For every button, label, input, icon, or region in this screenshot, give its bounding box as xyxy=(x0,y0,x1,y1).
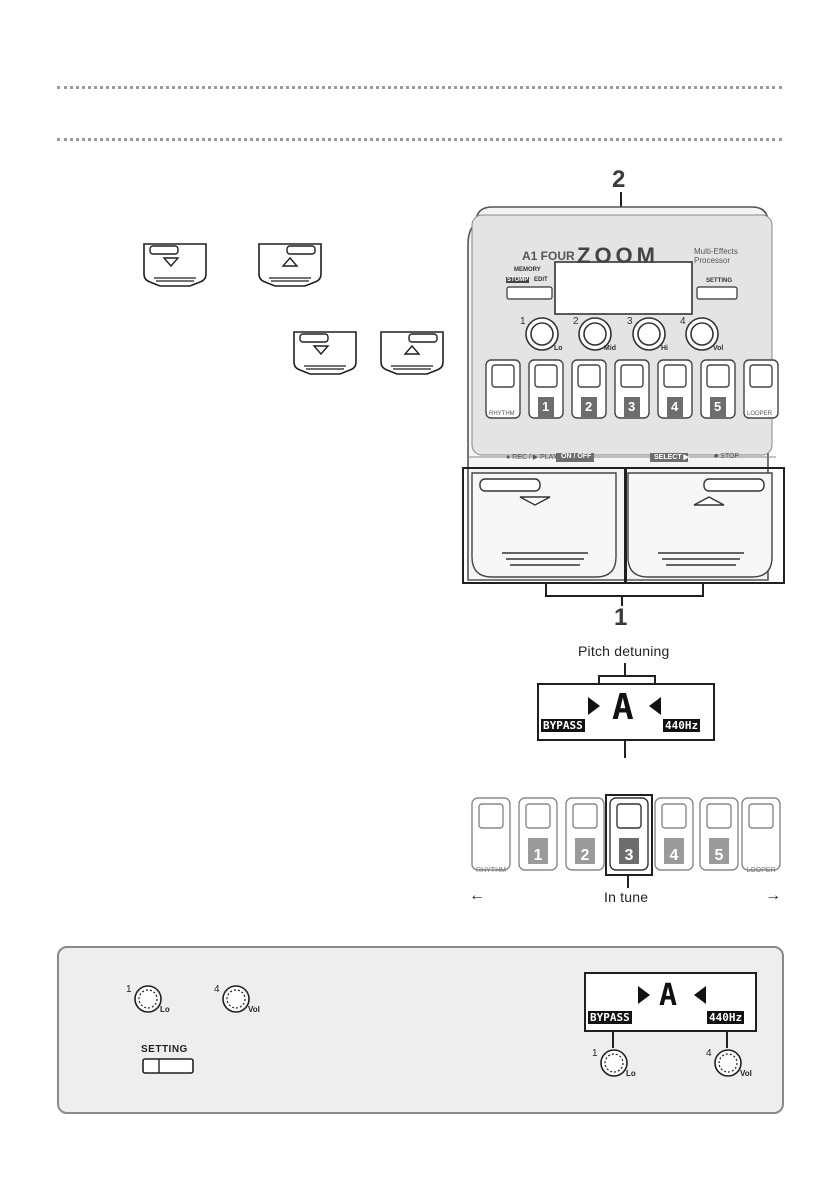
knob-4-label: Vol xyxy=(713,345,723,352)
triangle-right-icon xyxy=(638,986,650,1004)
hint-leader-left xyxy=(612,1030,614,1048)
footswitch-2-label: 2 xyxy=(585,399,592,414)
pedal-brand: ZOOM xyxy=(577,243,659,269)
function-rec-play: ● REC / ▶ PLAY xyxy=(506,453,558,461)
knob-icon xyxy=(221,984,251,1014)
setting-label: SETTING xyxy=(141,1044,188,1055)
rhythm-label: RHYTHM xyxy=(476,867,506,874)
frequency-badge: 440Hz xyxy=(663,719,700,732)
pedal-highlight-left xyxy=(462,467,626,584)
hint-leader-right xyxy=(726,1030,728,1048)
setting-switch-icon xyxy=(142,1058,194,1074)
function-stop: ■ STOP xyxy=(714,453,739,460)
knob-4-number: 4 xyxy=(680,316,686,327)
callout-number-2: 2 xyxy=(612,166,625,194)
knob-2-label: Mid xyxy=(604,345,616,352)
triangle-left-icon xyxy=(649,697,661,715)
knob-1-label: Lo xyxy=(554,345,563,352)
tuner-leader xyxy=(624,740,626,758)
sharp-arrow: → xyxy=(765,887,781,905)
up-pedal-icon xyxy=(377,328,447,378)
in-tune-highlight xyxy=(605,794,653,876)
pedal-highlight-right xyxy=(625,467,785,584)
knob-3-label: Hi xyxy=(661,345,668,352)
knob-icon xyxy=(599,1048,629,1078)
hint-tuner-screen: A BYPASS 440Hz xyxy=(584,972,757,1032)
down-pedal-icon xyxy=(140,240,210,290)
footswitch-number-1: 1 xyxy=(534,847,543,864)
hint-knob-4-number: 4 xyxy=(706,1048,712,1059)
pedal-subtitle-1: Multi-Effects xyxy=(694,247,738,256)
up-pedal-icon xyxy=(255,240,325,290)
knob-icon xyxy=(713,1048,743,1078)
pitch-detuning-label: Pitch detuning xyxy=(578,643,670,659)
footswitch-5-label: 5 xyxy=(714,399,721,414)
bypass-badge: BYPASS xyxy=(541,719,585,732)
footswitch-number-4: 4 xyxy=(670,847,679,864)
knob-3-number: 3 xyxy=(627,316,633,327)
edit-label: EDIT xyxy=(534,277,548,283)
down-pedal-icon xyxy=(290,328,360,378)
in-tune-label: In tune xyxy=(604,889,648,905)
function-select: SELECT ▶ xyxy=(654,453,689,461)
pedal-subtitle-2: Processor xyxy=(694,256,730,265)
flat-arrow: ← xyxy=(469,887,485,905)
footswitch-3-label: 3 xyxy=(628,399,635,414)
footswitch-1-label: 1 xyxy=(542,399,549,414)
footswitch-number-2: 2 xyxy=(581,847,590,864)
tuner-screen: A BYPASS 440Hz xyxy=(537,683,715,741)
in-tune-leader xyxy=(627,874,629,888)
looper-label: LOOPER xyxy=(746,867,775,874)
footswitch-looper-label: LOOPER xyxy=(747,411,772,417)
hint-knob-4-label: Vol xyxy=(740,1069,752,1078)
callout-1-bracket xyxy=(545,583,704,597)
footswitch-rhythm-label: RHYTHM xyxy=(489,411,515,417)
callout-number-1: 1 xyxy=(614,604,627,632)
hint-knob-1-number: 1 xyxy=(592,1048,598,1059)
footswitch-number-5: 5 xyxy=(715,847,724,864)
pitch-bracket-stem xyxy=(624,663,626,675)
knob-4-number: 4 xyxy=(214,984,220,995)
knob-1-number: 1 xyxy=(520,316,526,327)
setting-label: SETTING xyxy=(706,278,732,284)
knob-1-number: 1 xyxy=(126,984,132,995)
top-dotted-rule xyxy=(57,86,782,89)
section-dotted-rule xyxy=(57,138,782,141)
triangle-right-icon xyxy=(588,697,600,715)
hint-knob-1-label: Lo xyxy=(626,1069,636,1078)
knob-2-number: 2 xyxy=(573,316,579,327)
knob-icon xyxy=(133,984,163,1014)
hint-box: 1 Lo 4 Vol SETTING A BYPASS 440Hz 1 Lo 4… xyxy=(57,946,784,1114)
stomp-label: STOMP xyxy=(506,277,529,283)
hint-bypass-badge: BYPASS xyxy=(588,1011,632,1024)
triangle-left-icon xyxy=(694,986,706,1004)
hint-frequency-badge: 440Hz xyxy=(707,1011,744,1024)
hint-tuner-note: A xyxy=(659,978,677,1013)
pedal-model: A1 FOUR xyxy=(522,249,575,263)
function-on-off: ON / OFF xyxy=(561,453,591,460)
knob-4-label: Vol xyxy=(248,1005,260,1014)
knob-1-label: Lo xyxy=(160,1005,170,1014)
tuner-note: A xyxy=(612,687,634,728)
memory-label: MEMORY xyxy=(514,267,541,273)
footswitch-4-label: 4 xyxy=(671,399,678,414)
